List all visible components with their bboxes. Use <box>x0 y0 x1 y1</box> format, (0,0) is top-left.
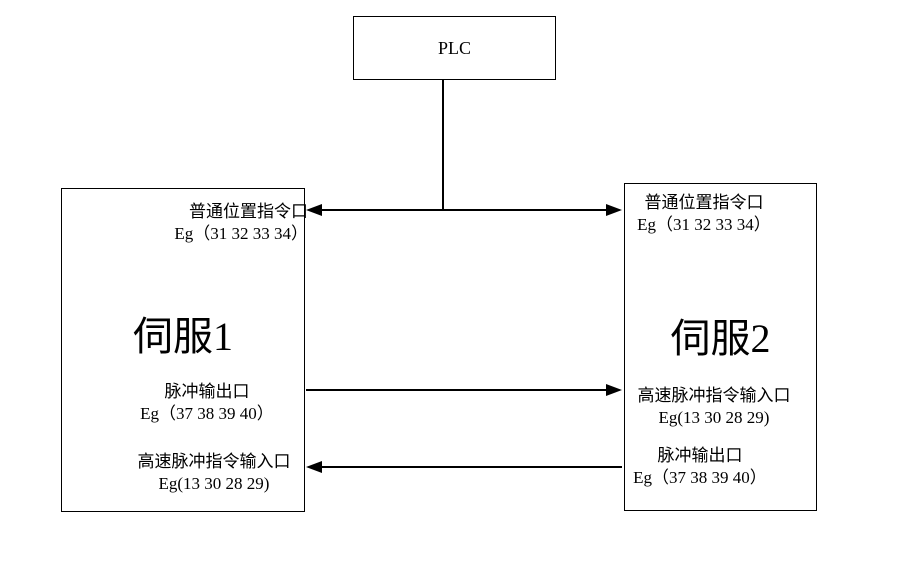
servo1-to-servo2-arrow-line <box>306 389 610 391</box>
port-pins: Eg(13 30 28 29) <box>658 408 770 427</box>
port-name: 普通位置指令口 <box>644 193 764 212</box>
servo2-title: 伺服2 <box>670 316 771 361</box>
servo2-to-servo1-arrow-line <box>318 466 622 468</box>
port-pins: Eg（37 38 39 40） <box>140 404 274 423</box>
port-pins: Eg(13 30 28 29) <box>158 474 270 493</box>
arrowhead-right-icon <box>606 204 622 216</box>
servo2-port-normal-position-command: 普通位置指令口 Eg（31 32 33 34） <box>625 192 783 236</box>
servo1-box: 伺服1 普通位置指令口 Eg（31 32 33 34） 脉冲输出口 Eg（37 … <box>61 188 308 512</box>
port-name: 普通位置指令口 <box>189 202 308 221</box>
port-pins: Eg（31 32 33 34） <box>637 215 771 234</box>
plc-connector-line <box>442 80 444 210</box>
port-name: 高速脉冲指令输入口 <box>637 386 791 405</box>
servo2-port-highspeed-pulse-input: 高速脉冲指令输入口 Eg(13 30 28 29) <box>625 385 803 429</box>
arrowhead-left-icon <box>306 461 322 473</box>
port-pins: Eg（31 32 33 34） <box>174 224 308 243</box>
plc-box: PLC <box>353 16 556 80</box>
plc-label: PLC <box>437 37 471 58</box>
port-name: 脉冲输出口 <box>164 382 250 401</box>
servo1-port-normal-position-command: 普通位置指令口 Eg（31 32 33 34） <box>174 201 308 245</box>
servo2-port-pulse-output: 脉冲输出口 Eg（37 38 39 40） <box>625 445 775 489</box>
arrowhead-right-icon <box>606 384 622 396</box>
servo2-box: 伺服2 普通位置指令口 Eg（31 32 33 34） 高速脉冲指令输入口 Eg… <box>624 183 817 511</box>
bidirectional-arrow-line <box>316 209 610 211</box>
servo1-port-highspeed-pulse-input: 高速脉冲指令输入口 Eg(13 30 28 29) <box>114 451 314 495</box>
arrowhead-left-icon <box>306 204 322 216</box>
port-name: 高速脉冲指令输入口 <box>137 452 291 471</box>
servo1-port-pulse-output: 脉冲输出口 Eg（37 38 39 40） <box>107 381 307 425</box>
port-pins: Eg（37 38 39 40） <box>633 468 767 487</box>
servo1-title: 伺服1 <box>133 314 233 359</box>
port-name: 脉冲输出口 <box>657 446 743 465</box>
